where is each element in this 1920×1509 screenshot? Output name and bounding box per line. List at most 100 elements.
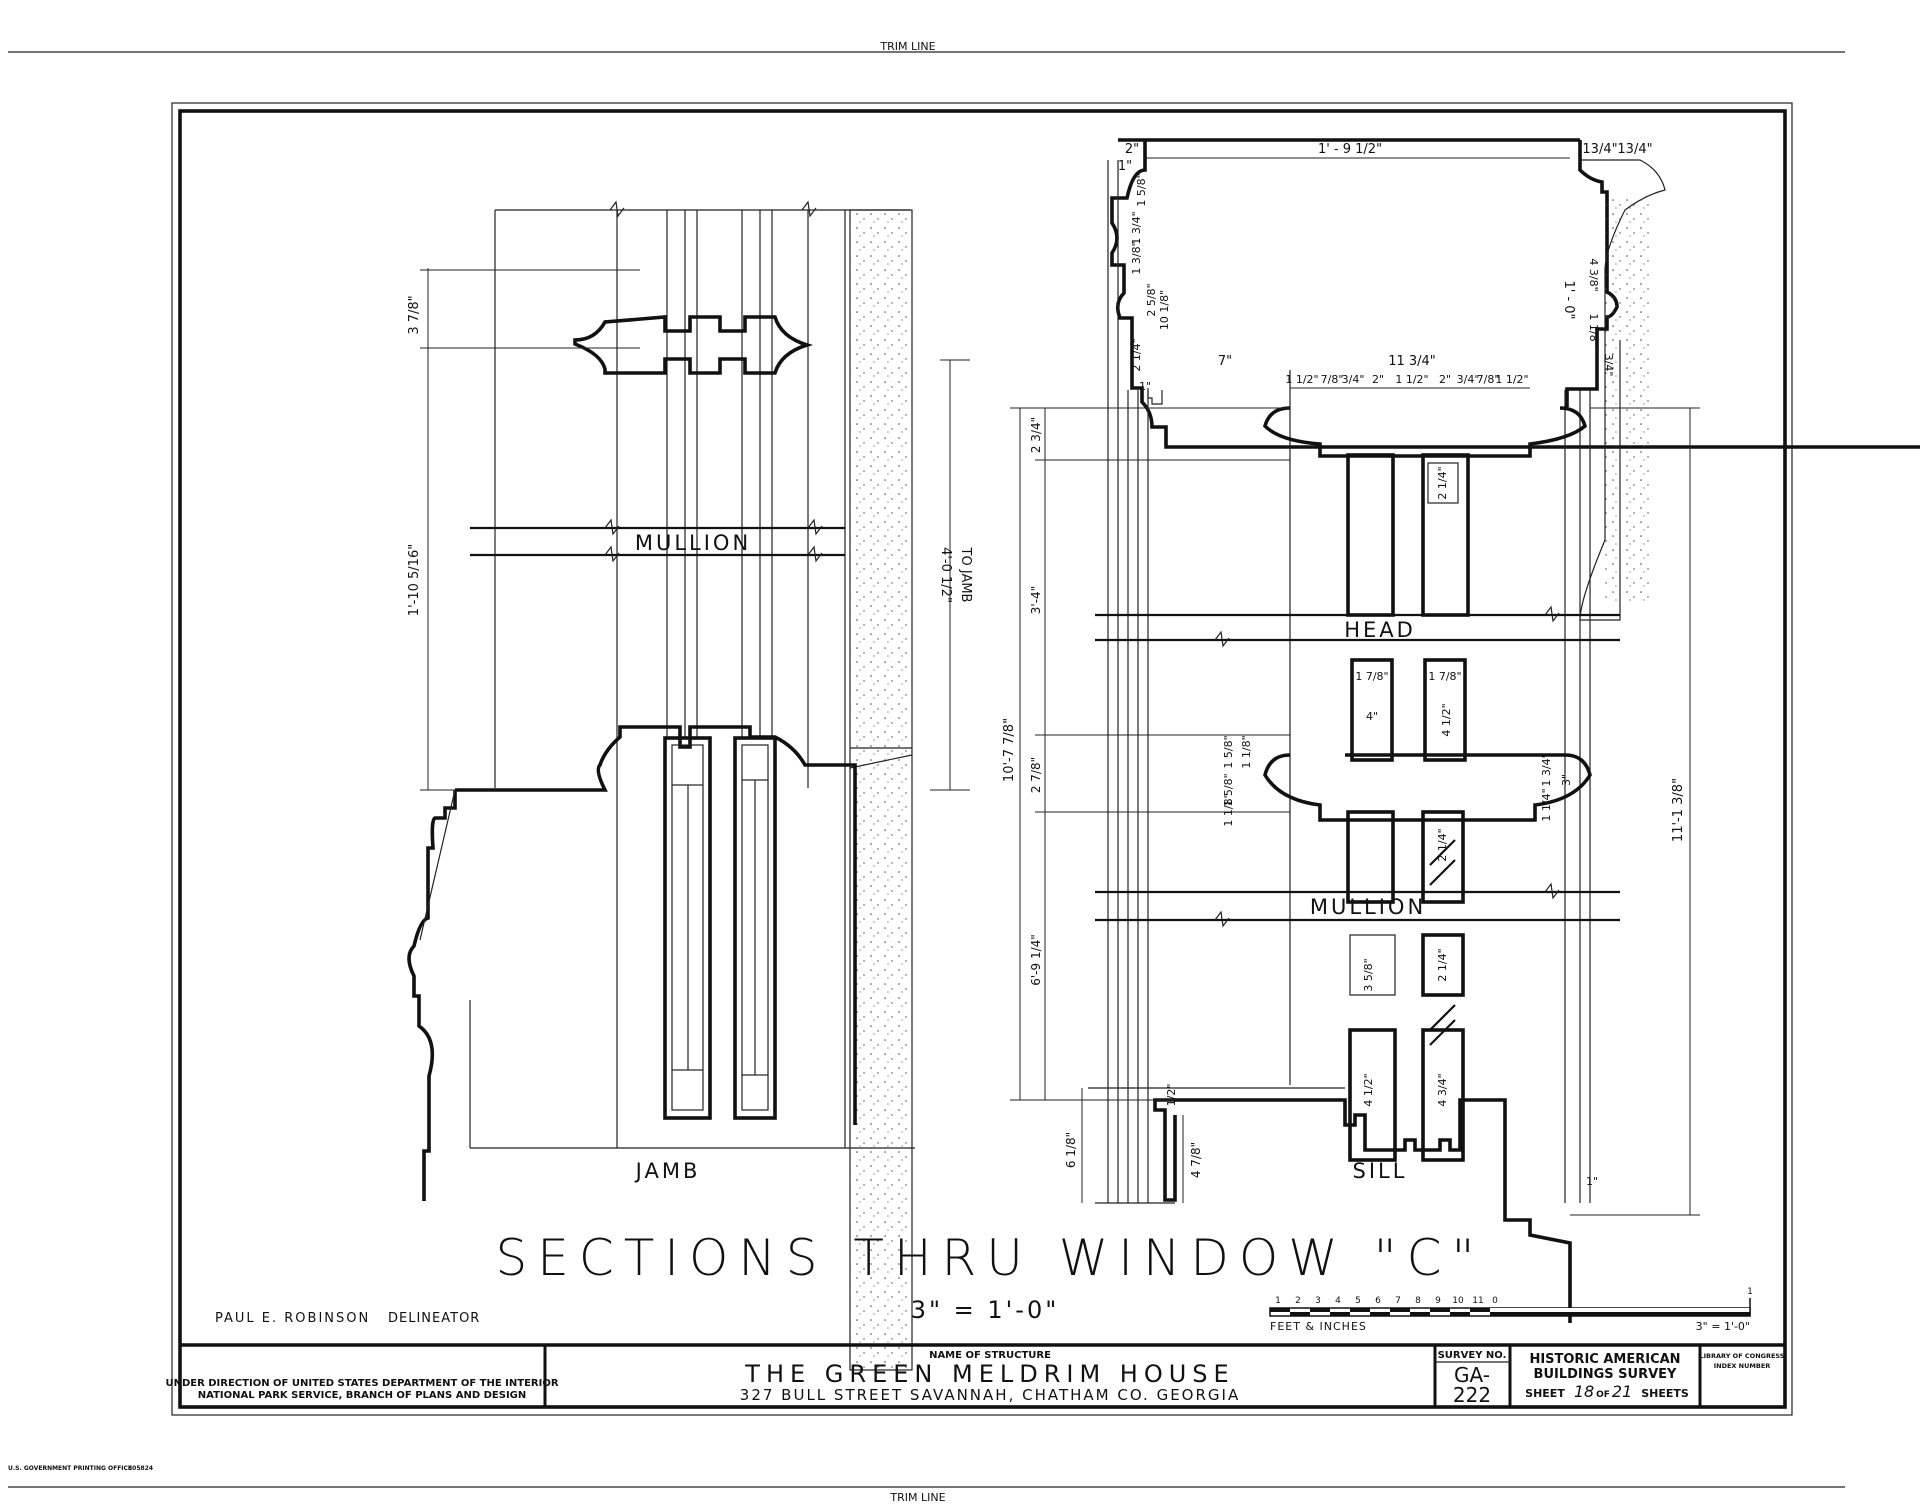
svg-text:6: 6 <box>1375 1296 1381 1306</box>
agency-line-1: UNDER DIRECTION OF UNITED STATES DEPARTM… <box>165 1378 558 1389</box>
sheet-word: SHEET <box>1525 1387 1565 1400</box>
svg-text:6 1/8": 6 1/8" <box>1064 1132 1078 1168</box>
svg-text:7/8": 7/8" <box>1477 373 1500 386</box>
svg-text:1 7/8": 1 7/8" <box>1355 670 1388 683</box>
structure-address: 327 BULL STREET SAVANNAH, CHATHAM CO. GE… <box>740 1386 1240 1404</box>
sheets-word: SHEETS <box>1641 1387 1689 1400</box>
svg-text:8: 8 <box>1415 1296 1421 1306</box>
svg-text:1 3/4": 1 3/4" <box>1540 753 1553 786</box>
dim-1-9-1-2: 1' - 9 1/2" <box>1318 142 1382 157</box>
svg-text:0: 0 <box>1492 1296 1498 1306</box>
svg-text:1": 1" <box>1586 1175 1598 1188</box>
sill-label: SILL <box>1353 1159 1408 1183</box>
svg-text:1 3/8": 1 3/8" <box>1130 241 1143 274</box>
svg-text:1 1/8": 1 1/8" <box>1587 313 1600 346</box>
svg-text:1 5/8": 1 5/8" <box>1135 173 1148 206</box>
svg-text:11: 11 <box>1472 1296 1483 1306</box>
svg-text:10: 10 <box>1452 1296 1464 1306</box>
svg-text:1/2": 1/2" <box>1165 1084 1178 1107</box>
dim-1: 1" <box>1118 159 1132 174</box>
survey-number-2: 222 <box>1453 1383 1491 1407</box>
svg-text:1 1/2": 1 1/2" <box>1285 373 1318 386</box>
trim-line-top-label: TRIM LINE <box>879 40 935 53</box>
svg-text:2 1/4": 2 1/4" <box>1436 466 1449 499</box>
svg-text:9: 9 <box>1435 1296 1441 1306</box>
dim-1-10-5-16: 1'-10 5/16" <box>407 544 422 616</box>
head-right-dims: 4 3/8" 1' - 0" 1 1/8" 3/4" <box>1561 258 1615 376</box>
svg-text:2": 2" <box>1372 373 1384 386</box>
scale-bar-note: 3" = 1'-0" <box>1696 1320 1750 1333</box>
svg-text:2 1/4": 2 1/4" <box>1130 338 1143 371</box>
title-block: UNDER DIRECTION OF UNITED STATES DEPARTM… <box>165 1343 1785 1407</box>
svg-text:3/4": 3/4" <box>1342 373 1365 386</box>
svg-text:1 1/8": 1 1/8" <box>1222 793 1235 826</box>
svg-text:11'-1 3/8": 11'-1 3/8" <box>1671 778 1686 842</box>
printer-credit: U.S. GOVERNMENT PRINTING OFFICE <box>8 1465 132 1472</box>
sheet-number: 18 <box>1574 1382 1594 1401</box>
svg-text:4 3/8": 4 3/8" <box>1587 258 1600 291</box>
svg-text:1 5/8": 1 5/8" <box>1222 773 1235 806</box>
of-word: OF <box>1596 1390 1610 1400</box>
svg-text:3: 3 <box>1315 1296 1321 1306</box>
svg-text:1": 1" <box>1139 380 1151 393</box>
dim-3-7-8: 3 7/8" <box>407 295 422 334</box>
dim-4-0-1-2: 4'-0 1/2" <box>938 547 953 603</box>
svg-text:1 7/8": 1 7/8" <box>1428 670 1461 683</box>
svg-text:2 3/4": 2 3/4" <box>1029 417 1043 453</box>
dim-13-4-b: 13/4" <box>1617 142 1652 157</box>
svg-text:4 3/4": 4 3/4" <box>1436 1073 1449 1106</box>
svg-text:3 5/8": 3 5/8" <box>1362 958 1375 991</box>
delineator-role: DELINEATOR <box>388 1311 480 1326</box>
svg-text:1 5/8": 1 5/8" <box>1222 735 1235 768</box>
mid-dims: 1 5/8" 1 5/8" 1 1/8" 1 1/8" 1 3/4" 1 1/4… <box>1222 735 1573 826</box>
svg-text:3": 3" <box>1560 774 1573 786</box>
svg-text:2 7/8": 2 7/8" <box>1029 757 1043 793</box>
dim-7: 7" <box>1218 354 1232 369</box>
head-sill-section: 1' - 9 1/2" 2" 1" 13/4" 13/4" 11 3/4" 7"… <box>1002 138 1920 1323</box>
mullion-right-label: MULLION <box>1310 895 1426 919</box>
svg-text:2: 2 <box>1295 1296 1301 1306</box>
svg-text:1 1/2": 1 1/2" <box>1495 373 1528 386</box>
jamb-label: JAMB <box>634 1159 701 1183</box>
svg-text:1 1/2": 1 1/2" <box>1395 373 1428 386</box>
dim-11-3-4: 11 3/4" <box>1388 354 1436 369</box>
printer-code: 305824 <box>128 1465 153 1472</box>
svg-text:4": 4" <box>1366 710 1378 723</box>
to-jamb-label: TO JAMB <box>958 547 973 603</box>
survey-number-1: GA- <box>1454 1363 1490 1387</box>
svg-text:1: 1 <box>1747 1287 1753 1297</box>
svg-text:7: 7 <box>1395 1296 1401 1306</box>
head-left-dims: 1 5/8" 1 3/4" 1 3/8" 2 5/8" 10 1/8" 2 1/… <box>1130 173 1171 393</box>
svg-text:2": 2" <box>1439 373 1451 386</box>
loc-line-1: LIBRARY OF CONGRESS <box>1700 1352 1785 1360</box>
scale-bar-caption: FEET & INCHES <box>1270 1320 1367 1333</box>
svg-text:1 1/4": 1 1/4" <box>1540 788 1553 821</box>
outer-border <box>171 102 1793 1416</box>
drawing-scale: 3" = 1'-0" <box>911 1296 1060 1324</box>
svg-text:7/8": 7/8" <box>1321 373 1344 386</box>
svg-text:4 1/2": 4 1/2" <box>1362 1073 1375 1106</box>
svg-text:1 3/4": 1 3/4" <box>1130 211 1143 244</box>
head-label: HEAD <box>1344 618 1416 642</box>
survey-caption: SURVEY NO. <box>1438 1350 1507 1361</box>
trim-line-bottom-label: TRIM LINE <box>889 1491 945 1504</box>
agency-line-2: NATIONAL PARK SERVICE, BRANCH OF PLANS A… <box>198 1390 527 1401</box>
sheet-total: 21 <box>1612 1382 1632 1401</box>
svg-text:1 1/8": 1 1/8" <box>1240 735 1253 768</box>
structure-name: THE GREEN MELDRIM HOUSE <box>744 1360 1234 1388</box>
drawing-title: SECTIONS THRU WINDOW "C" <box>496 1229 1485 1287</box>
inner-border <box>178 109 1787 1409</box>
head-dim-row: 1 1/2" 7/8" 3/4" 2" 1 1/2" 2" 3/4" 7/8" … <box>1285 373 1528 386</box>
svg-text:10 1/8": 10 1/8" <box>1158 290 1171 330</box>
loc-line-2: INDEX NUMBER <box>1714 1362 1771 1370</box>
svg-text:2 1/4": 2 1/4" <box>1436 948 1449 981</box>
dim-2: 2" <box>1125 142 1139 157</box>
svg-text:10'-7 7/8": 10'-7 7/8" <box>1002 718 1017 782</box>
habs-line-2: BUILDINGS SURVEY <box>1534 1367 1678 1382</box>
svg-text:2 5/8": 2 5/8" <box>1145 283 1158 316</box>
svg-text:4 7/8": 4 7/8" <box>1189 1142 1203 1178</box>
svg-text:2 1/4": 2 1/4" <box>1436 828 1449 861</box>
scale-bar: 1 2 3 4 5 6 7 8 9 10 11 0 1 FEET & INCHE… <box>1269 1287 1753 1333</box>
habs-line-1: HISTORIC AMERICAN <box>1529 1352 1680 1367</box>
